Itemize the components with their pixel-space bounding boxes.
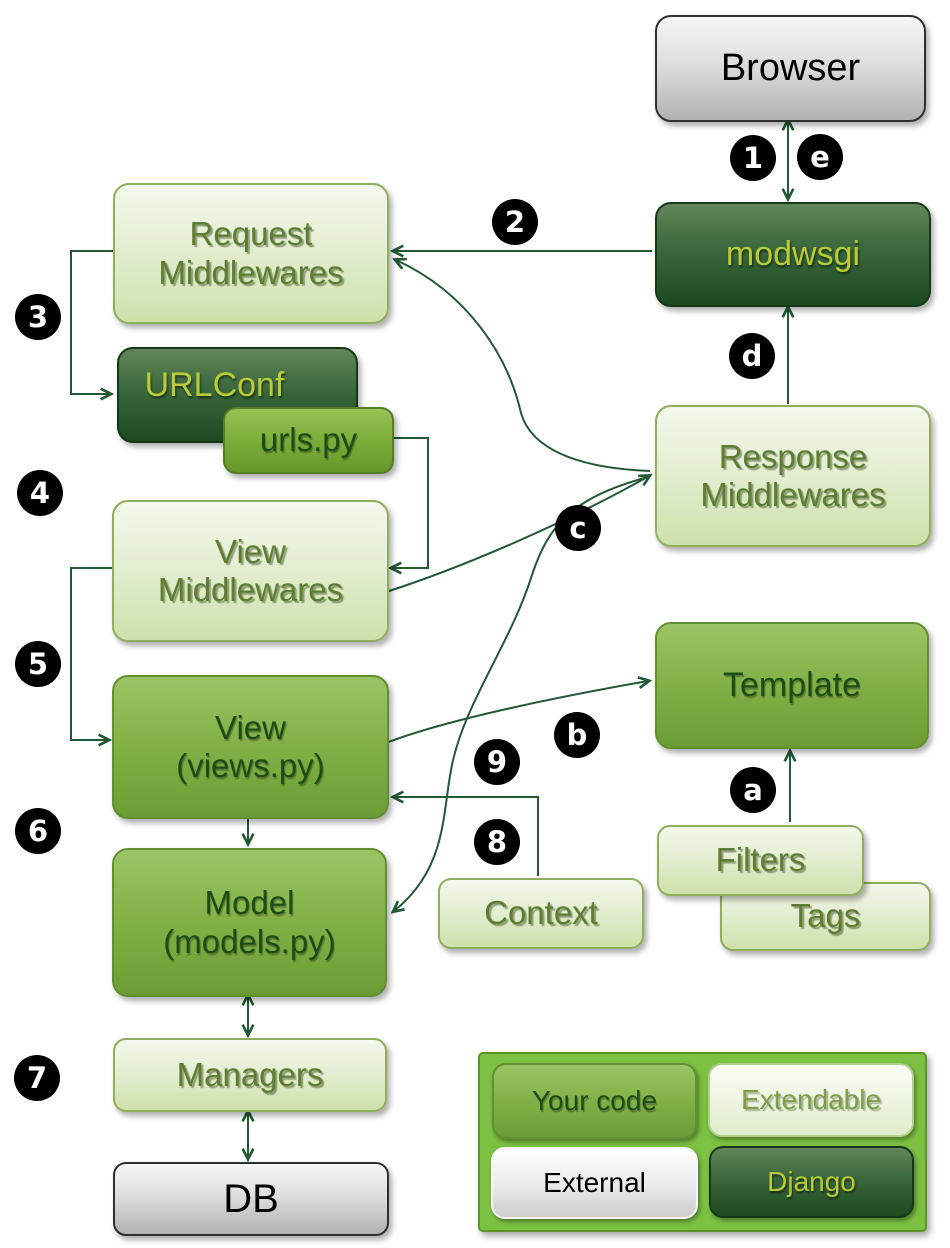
arrow-4-urlspy-to-view-middlewares bbox=[390, 437, 429, 568]
node-browser: Browser bbox=[655, 15, 926, 122]
arrow-c-view-middlewares-to-response-middlewares bbox=[385, 476, 649, 593]
legend-panel: Your code Extendable External Django bbox=[478, 1052, 927, 1232]
curve-to-request-middlewares bbox=[396, 260, 651, 472]
badge-step-4: 4 bbox=[17, 470, 63, 516]
arrow-b-view-to-template bbox=[385, 681, 648, 744]
badge-step-b: b bbox=[554, 712, 600, 758]
arrow-8-context-to-view bbox=[394, 797, 539, 876]
node-db: DB bbox=[113, 1162, 389, 1236]
node-response-middlewares: Response Middlewares bbox=[655, 405, 931, 547]
curve-to-model bbox=[394, 476, 649, 911]
node-modwsgi: modwsgi bbox=[655, 202, 931, 307]
badge-step-2: 2 bbox=[492, 199, 538, 245]
node-context: Context bbox=[438, 878, 644, 949]
arrow-5-view-middlewares-to-view bbox=[70, 567, 112, 740]
badge-step-5: 5 bbox=[15, 641, 61, 687]
badge-step-e: e bbox=[797, 134, 843, 180]
badge-step-a: a bbox=[730, 767, 776, 813]
legend-external: External bbox=[491, 1147, 698, 1219]
badge-step-d: d bbox=[729, 333, 775, 379]
node-managers: Managers bbox=[113, 1038, 387, 1112]
badge-step-1: 1 bbox=[730, 135, 776, 181]
badge-step-9: 9 bbox=[474, 739, 520, 785]
node-request-middlewares: Request Middlewares bbox=[113, 183, 389, 324]
legend-your-code: Your code bbox=[492, 1063, 697, 1139]
badge-step-3: 3 bbox=[15, 294, 61, 340]
node-view: View (views.py) bbox=[112, 675, 389, 819]
badge-step-7: 7 bbox=[14, 1055, 60, 1101]
badge-step-8: 8 bbox=[474, 819, 520, 865]
node-model: Model (models.py) bbox=[112, 848, 387, 997]
node-view-middlewares: View Middlewares bbox=[112, 500, 389, 642]
badge-step-c: c bbox=[555, 505, 601, 551]
node-filters: Filters bbox=[657, 825, 864, 896]
node-template: Template bbox=[655, 622, 929, 749]
node-urls-py: urls.py bbox=[223, 407, 394, 474]
legend-extendable: Extendable bbox=[708, 1063, 914, 1137]
badge-step-6: 6 bbox=[15, 808, 61, 854]
arrow-3-request-middlewares-to-urlconf bbox=[70, 250, 113, 394]
legend-django: Django bbox=[709, 1146, 914, 1218]
